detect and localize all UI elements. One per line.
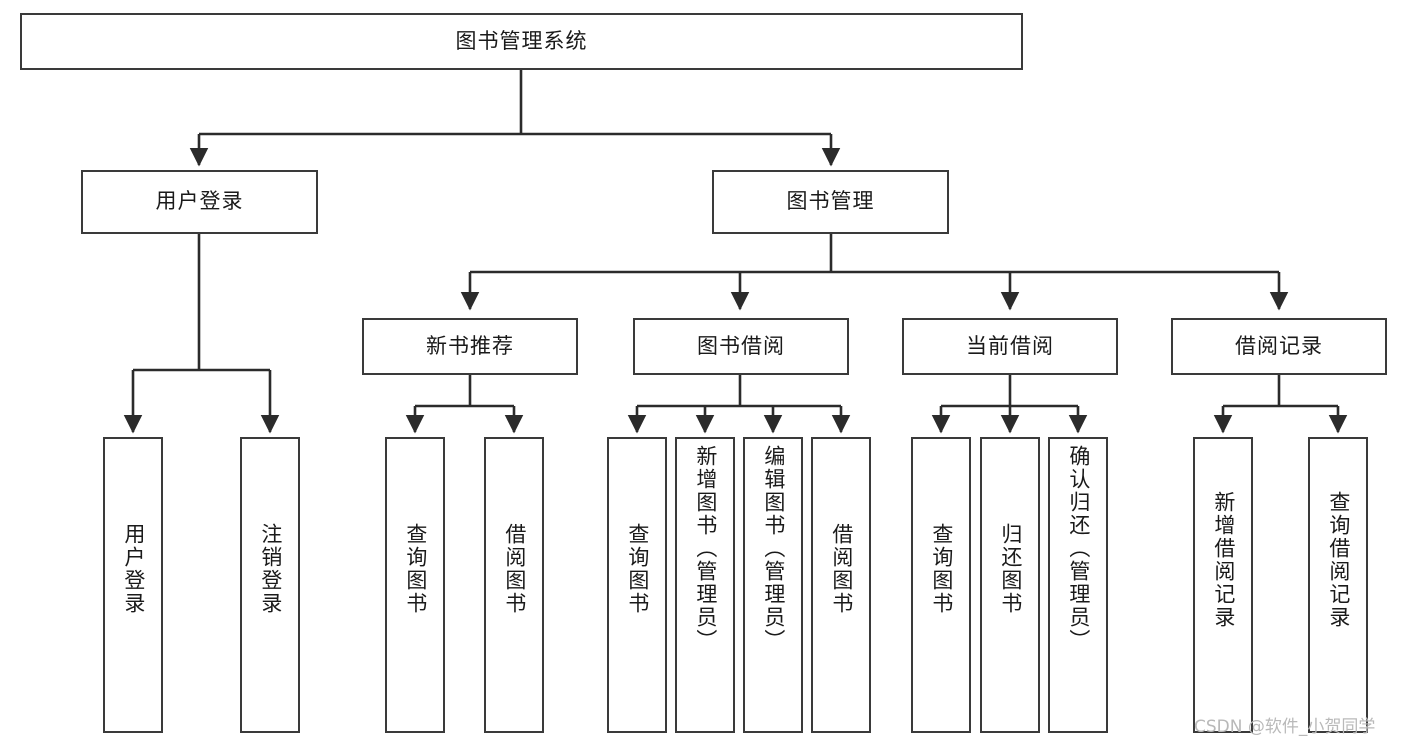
- node-book-manage[interactable]: 图书管理: [712, 170, 949, 234]
- leaf-book-borrow-2-label: 新增图书（管理员）: [693, 445, 718, 652]
- node-book-borrow-label: 图书借阅: [697, 333, 785, 358]
- leaf-user-login-1[interactable]: 用户登录: [103, 437, 163, 733]
- node-root[interactable]: 图书管理系统: [20, 13, 1023, 70]
- node-current-borrow[interactable]: 当前借阅: [902, 318, 1118, 375]
- node-borrow-record-label: 借阅记录: [1235, 333, 1323, 358]
- leaf-current-borrow-3-label: 确认归还（管理员）: [1066, 445, 1091, 652]
- leaf-current-borrow-2[interactable]: 归还图书: [980, 437, 1040, 733]
- leaf-borrow-record-1[interactable]: 新增借阅记录: [1193, 437, 1253, 733]
- leaf-new-book-1[interactable]: 查询图书: [385, 437, 445, 733]
- leaf-user-login-2-label: 注销登录: [258, 523, 283, 615]
- node-borrow-record[interactable]: 借阅记录: [1171, 318, 1387, 375]
- node-current-borrow-label: 当前借阅: [966, 333, 1054, 358]
- node-book-borrow[interactable]: 图书借阅: [633, 318, 849, 375]
- leaf-user-login-2[interactable]: 注销登录: [240, 437, 300, 733]
- node-new-book-recommend-label: 新书推荐: [426, 333, 514, 358]
- leaf-book-borrow-3-label: 编辑图书（管理员）: [761, 445, 786, 652]
- leaf-borrow-record-1-label: 新增借阅记录: [1211, 491, 1236, 629]
- leaf-book-borrow-3[interactable]: 编辑图书（管理员）: [743, 437, 803, 733]
- leaf-book-borrow-2[interactable]: 新增图书（管理员）: [675, 437, 735, 733]
- leaf-new-book-1-label: 查询图书: [403, 523, 428, 615]
- leaf-book-borrow-4-label: 借阅图书: [829, 523, 854, 615]
- leaf-current-borrow-1[interactable]: 查询图书: [911, 437, 971, 733]
- leaf-borrow-record-2[interactable]: 查询借阅记录: [1308, 437, 1368, 733]
- node-new-book-recommend[interactable]: 新书推荐: [362, 318, 578, 375]
- leaf-current-borrow-2-label: 归还图书: [998, 523, 1023, 615]
- node-user-login-label: 用户登录: [155, 189, 244, 214]
- leaf-book-borrow-1[interactable]: 查询图书: [607, 437, 667, 733]
- leaf-new-book-2-label: 借阅图书: [502, 523, 527, 615]
- node-book-manage-label: 图书管理: [786, 189, 875, 214]
- leaf-current-borrow-1-label: 查询图书: [929, 523, 954, 615]
- leaf-book-borrow-4[interactable]: 借阅图书: [811, 437, 871, 733]
- leaf-user-login-1-label: 用户登录: [121, 523, 146, 615]
- node-root-label: 图书管理系统: [455, 28, 588, 53]
- node-user-login[interactable]: 用户登录: [81, 170, 318, 234]
- leaf-current-borrow-3[interactable]: 确认归还（管理员）: [1048, 437, 1108, 733]
- watermark-text: CSDN @软件_小贺同学: [1194, 717, 1376, 737]
- leaf-new-book-2[interactable]: 借阅图书: [484, 437, 544, 733]
- leaf-borrow-record-2-label: 查询借阅记录: [1326, 491, 1351, 629]
- leaf-book-borrow-1-label: 查询图书: [625, 523, 650, 615]
